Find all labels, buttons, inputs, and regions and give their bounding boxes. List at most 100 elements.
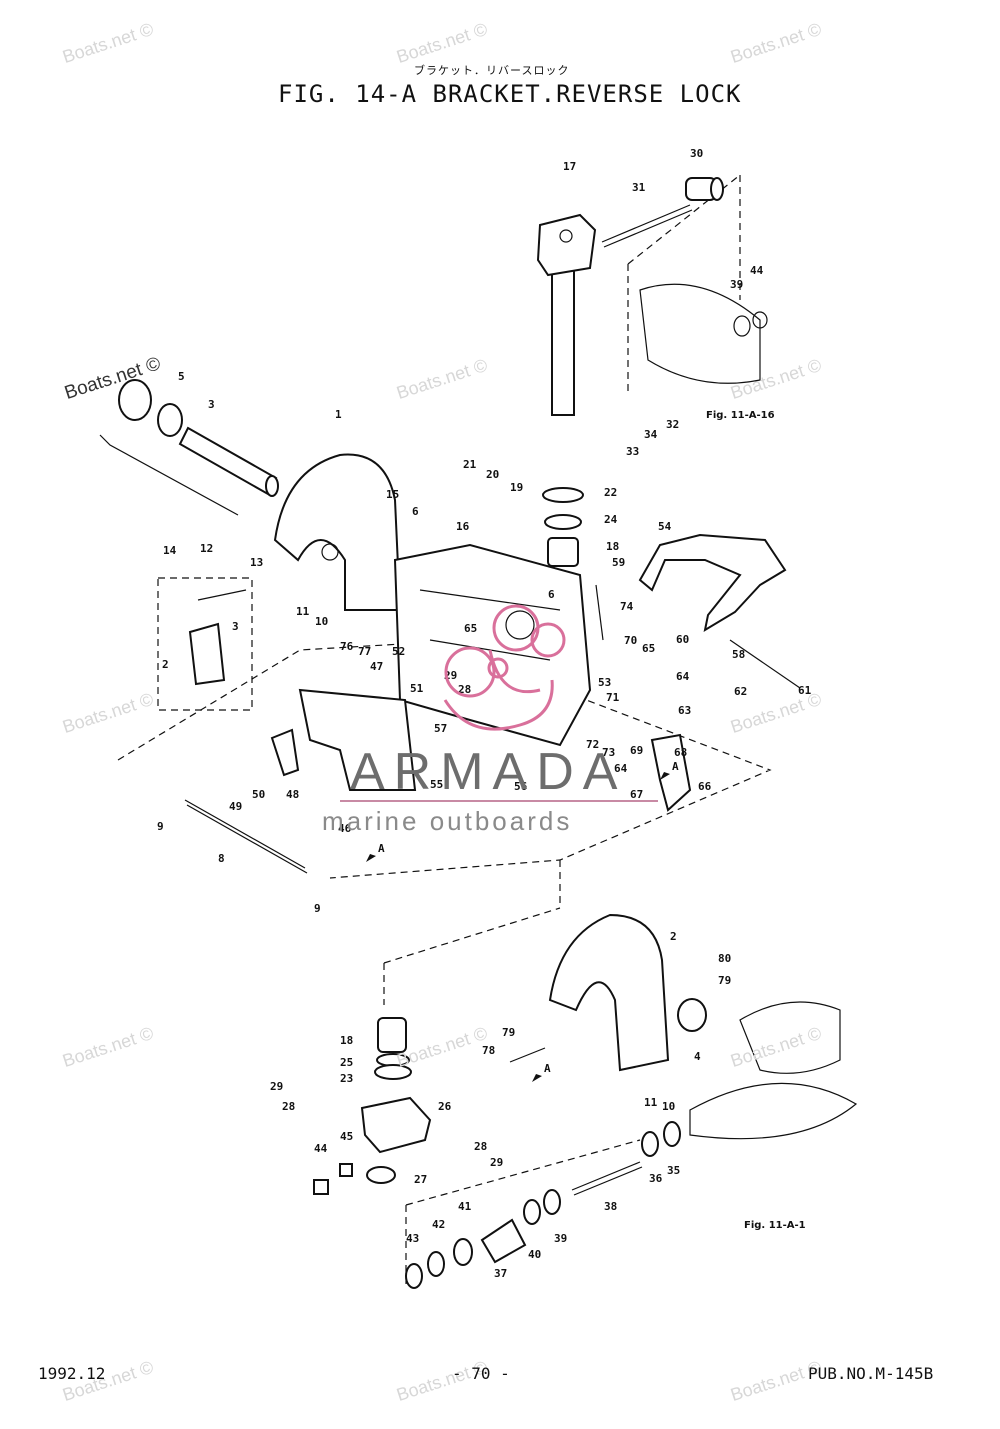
callout-label: 79 xyxy=(502,1026,515,1039)
bushing-18-upper xyxy=(547,537,579,567)
washer-40 xyxy=(523,1199,541,1225)
arrow-mark-label: A xyxy=(378,842,385,855)
tilt-tube-3 xyxy=(178,426,279,497)
bushing-5 xyxy=(157,403,183,437)
callout-label: 54 xyxy=(658,520,672,533)
callout-label: 31 xyxy=(632,181,646,194)
clamp-bracket-2-lower xyxy=(548,913,670,1072)
callout-label: 8 xyxy=(218,852,225,865)
callout-label: 66 xyxy=(698,780,712,793)
callout-label: 14 xyxy=(163,544,177,557)
callout-label: 5 xyxy=(178,370,185,383)
nut-45 xyxy=(339,1163,353,1177)
callout-label: 35 xyxy=(667,1164,680,1177)
callout-label: 43 xyxy=(406,1232,419,1245)
callout-label: 61 xyxy=(798,684,812,697)
callout-label: 36 xyxy=(649,1172,663,1185)
swivel-bore xyxy=(505,610,535,640)
callout-label: 3 xyxy=(208,398,215,411)
bracket-hole xyxy=(321,543,339,561)
callout-label: 55 xyxy=(430,778,443,791)
callout-label: 20 xyxy=(486,468,499,481)
spring-74 xyxy=(595,584,604,641)
nut-4 xyxy=(677,998,707,1032)
callout-label: 44 xyxy=(750,264,764,277)
o-ring-27 xyxy=(366,1166,396,1184)
callout-label: 69 xyxy=(630,744,643,757)
footer-page-number: - 70 - xyxy=(452,1364,510,1383)
callout-label: 21 xyxy=(463,458,477,471)
callout-label: 46 xyxy=(338,822,352,835)
callout-label: 28 xyxy=(474,1140,487,1153)
rod-12 xyxy=(99,434,239,516)
callout-label: 53 xyxy=(598,676,611,689)
callout-label: 10 xyxy=(315,615,328,628)
callout-label: 11 xyxy=(644,1096,658,1109)
callout-label: 23 xyxy=(340,1072,353,1085)
callout-label: 38 xyxy=(604,1200,617,1213)
casing-upper xyxy=(739,1001,841,1074)
collar-30 xyxy=(685,177,724,201)
callout-label: 72 xyxy=(586,738,599,751)
callout-label: 45 xyxy=(340,1130,353,1143)
arrow-mark-label: A xyxy=(544,1062,551,1075)
callout-label: 68 xyxy=(674,746,687,759)
callout-label: 44 xyxy=(314,1142,328,1155)
callout-label: 40 xyxy=(528,1248,541,1261)
callout-label: 52 xyxy=(392,645,405,658)
callout-label: 22 xyxy=(604,486,617,499)
callout-label: 12 xyxy=(200,542,213,555)
callout-labels-layer: 1223345668991010111112131415161718181920… xyxy=(157,147,812,1280)
bushing-39 xyxy=(733,315,751,337)
callout-label: 33 xyxy=(626,445,639,458)
housing-fig-11-a-16 xyxy=(639,283,761,384)
callout-label: 6 xyxy=(548,588,555,601)
callout-label: 56 xyxy=(514,780,528,793)
callout-label: 62 xyxy=(734,685,747,698)
callout-label: 17 xyxy=(563,160,576,173)
callout-label: 15 xyxy=(386,488,399,501)
arrow-marks-layer: AAA xyxy=(366,760,679,1082)
callout-label: 28 xyxy=(458,683,471,696)
title-japanese: ブラケット．リバースロック xyxy=(414,64,570,77)
callout-label: 78 xyxy=(482,1044,495,1057)
callout-label: 37 xyxy=(494,1267,507,1280)
tilt-lever-46 xyxy=(298,688,417,791)
footer-date: 1992.12 xyxy=(38,1364,106,1383)
callout-label: 80 xyxy=(718,952,731,965)
thrust-rod-8 xyxy=(184,799,306,869)
washer-35 xyxy=(663,1121,681,1147)
callout-label: 63 xyxy=(678,704,691,717)
callout-label: 30 xyxy=(690,147,703,160)
tilt-handle-54 xyxy=(638,533,787,633)
clip-42 xyxy=(427,1251,445,1277)
callout-label: 51 xyxy=(410,682,424,695)
fig-11-a-16-bracket xyxy=(627,174,741,392)
callout-label: 34 xyxy=(644,428,658,441)
callout-label: 29 xyxy=(270,1080,283,1093)
plate-48 xyxy=(270,728,300,777)
casing-fig-11-a-1 xyxy=(689,1082,858,1140)
callout-label: 41 xyxy=(458,1200,472,1213)
bolt-31 xyxy=(601,204,693,248)
shaft-38 xyxy=(571,1161,641,1191)
callout-label: 65 xyxy=(642,642,655,655)
callout-label: 2 xyxy=(670,930,677,943)
callout-label: 9 xyxy=(314,902,321,915)
bushing-18-lower xyxy=(377,1017,407,1053)
spring-shaft-3 xyxy=(197,589,247,601)
washer-22 xyxy=(542,487,584,503)
bolt-78 xyxy=(509,1047,546,1063)
figure-title: FIG. 14-A BRACKET.REVERSE LOCK xyxy=(278,80,742,108)
arrow-mark xyxy=(366,854,376,862)
callout-label: 6 xyxy=(412,505,419,518)
brand-tagline: marine outboards xyxy=(322,806,573,836)
callout-label: 57 xyxy=(434,722,447,735)
figure-reference: Fig. 11-A-16 xyxy=(706,410,775,421)
ring-43 xyxy=(405,1263,423,1289)
reverse-lock-hook-2 xyxy=(188,622,226,686)
bushing-37 xyxy=(480,1218,527,1264)
arrow-mark xyxy=(660,772,670,780)
